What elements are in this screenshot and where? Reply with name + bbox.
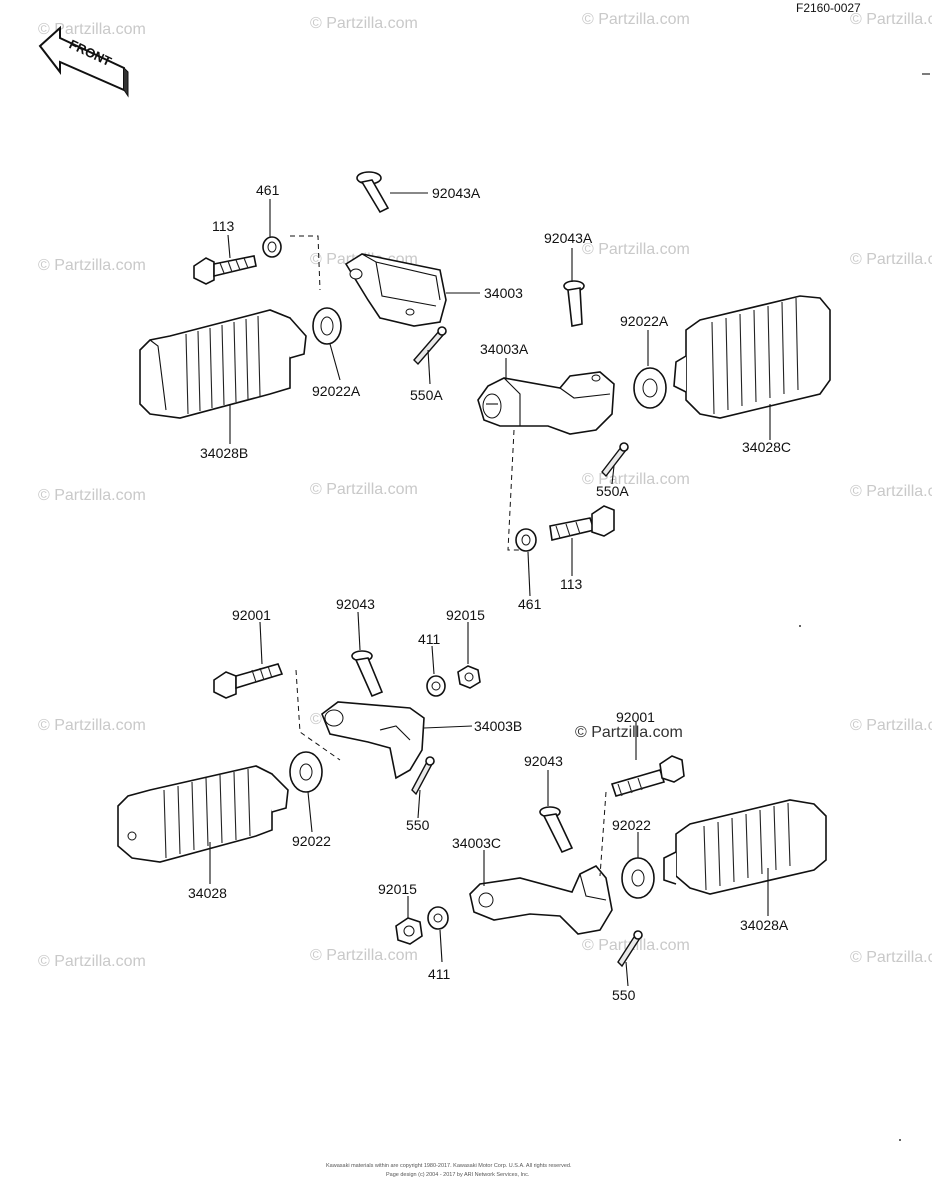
part-label-461: 461 <box>518 596 542 612</box>
washer-411 <box>427 906 449 930</box>
watermark: © Partzilla.com <box>582 241 690 258</box>
watermark: © Partzilla.com <box>38 21 146 38</box>
bolt-113 <box>549 505 615 541</box>
footpeg-34028A <box>663 799 827 895</box>
watermark: © Partzilla.com <box>310 481 418 498</box>
cotter-pin-550 <box>411 756 435 796</box>
watermark: © Partzilla.com <box>850 11 932 28</box>
footpeg-34028 <box>117 765 289 863</box>
part-label-92043A: 92043A <box>432 185 481 201</box>
watermark: © Partzilla.com <box>38 953 146 970</box>
nut-92015 <box>457 665 481 689</box>
part-label-550A: 550A <box>596 483 629 499</box>
part-label-92043: 92043 <box>524 753 563 769</box>
washer-92022A <box>312 307 342 345</box>
cotter-pin-550A <box>413 326 447 366</box>
washer-92022 <box>621 857 655 899</box>
watermark: © Partzilla.com <box>38 257 146 274</box>
part-label-34003: 34003 <box>484 285 523 301</box>
part-label-34028B: 34028B <box>200 445 248 461</box>
washer-92022A <box>633 367 667 409</box>
pin-92043 <box>539 806 574 854</box>
part-label-34028A: 34028A <box>740 917 789 933</box>
part-label-34003A: 34003A <box>480 341 529 357</box>
pin-92043A <box>563 280 585 327</box>
bolt-92001 <box>213 663 284 699</box>
part-label-550A: 550A <box>410 387 443 403</box>
watermark: © Partzilla.com <box>575 724 683 741</box>
part-label-411: 411 <box>418 631 441 647</box>
lock-washer-461 <box>262 236 282 258</box>
part-label-34028: 34028 <box>188 885 227 901</box>
bracket-34003 <box>344 253 447 327</box>
part-label-92022A: 92022A <box>312 383 361 399</box>
washer-411 <box>426 675 446 697</box>
watermark: © Partzilla.com <box>850 251 932 268</box>
part-label-34003B: 34003B <box>474 718 522 734</box>
cotter-pin-550A <box>601 442 629 478</box>
footer-copyright: Kawasaki materials within are copyright … <box>326 1163 572 1169</box>
watermark: © Partzilla.com <box>38 717 146 734</box>
part-label-92015: 92015 <box>378 881 417 897</box>
watermark: © Partzilla.com <box>38 487 146 504</box>
part-labels: 461 113 92043A 34003 92022A 550A 34028B … <box>188 182 791 1003</box>
lower-left-assembly <box>117 650 481 863</box>
leaders-upper-right <box>505 248 771 597</box>
upper-left-assembly <box>139 171 447 419</box>
part-label-411: 411 <box>428 966 451 982</box>
watermark: © Partzilla.com <box>850 949 932 966</box>
watermark: © Partzilla.com <box>582 471 690 488</box>
footer-page-design: Page design (c) 2004 - 2017 by ARI Netwo… <box>386 1172 530 1178</box>
leaders-lower-left <box>209 611 473 884</box>
bolt-113 <box>193 255 257 285</box>
bracket-34003B <box>321 701 425 780</box>
washer-92022 <box>289 751 323 793</box>
part-label-92043: 92043 <box>336 596 375 612</box>
part-label-92001: 92001 <box>232 607 271 623</box>
part-label-34003C: 34003C <box>452 835 501 851</box>
part-label-550: 550 <box>612 987 636 1003</box>
diagram-code: F2160-0027 <box>796 1 861 15</box>
part-label-34028C: 34028C <box>742 439 791 455</box>
watermark: © Partzilla.com <box>582 11 690 28</box>
part-label-92022: 92022 <box>612 817 651 833</box>
part-label-113: 113 <box>212 218 235 234</box>
watermark: © Partzilla.com <box>850 717 932 734</box>
part-label-92015: 92015 <box>446 607 485 623</box>
leaders-upper-left <box>227 192 480 444</box>
part-label-92043A: 92043A <box>544 230 593 246</box>
pin-92043A <box>356 171 390 214</box>
part-label-113: 113 <box>560 576 583 592</box>
part-label-92022: 92022 <box>292 833 331 849</box>
pin-92043 <box>351 650 384 698</box>
bolt-92001 <box>610 755 685 797</box>
upper-right-assembly <box>477 280 831 552</box>
footpeg-34028C <box>673 295 831 419</box>
part-label-461: 461 <box>256 182 280 198</box>
leaders-lower-right <box>407 722 769 987</box>
watermark: © Partzilla.com <box>310 947 418 964</box>
part-label-92001: 92001 <box>616 709 655 725</box>
footpeg-34028B <box>139 309 307 419</box>
bracket-34003C <box>469 865 613 935</box>
lock-washer-461 <box>515 528 537 552</box>
front-arrow-icon: FRONT <box>38 25 129 98</box>
lower-right-assembly <box>395 755 827 968</box>
part-label-550: 550 <box>406 817 430 833</box>
cotter-pin-550 <box>617 930 643 968</box>
part-label-92022A: 92022A <box>620 313 669 329</box>
watermark: © Partzilla.com <box>310 15 418 32</box>
bracket-34003A <box>477 371 615 435</box>
nut-92015 <box>395 917 423 945</box>
watermark: © Partzilla.com <box>850 483 932 500</box>
